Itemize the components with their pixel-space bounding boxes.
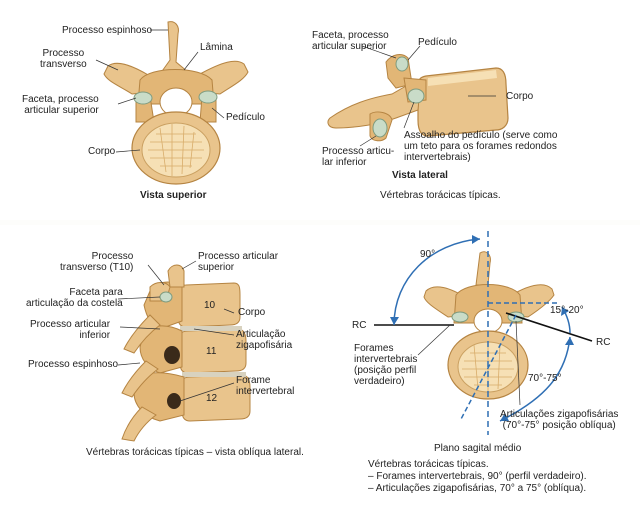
superior-articular-process bbox=[167, 264, 185, 288]
arc-90 bbox=[393, 238, 481, 326]
facet-left bbox=[451, 311, 469, 323]
label-articulacao: Articulação zigapofisária bbox=[236, 329, 293, 351]
label-faceta-costela: Faceta para articulação da costela bbox=[26, 287, 123, 309]
facet-right bbox=[198, 90, 218, 104]
vertebrae-oblique-illustration bbox=[117, 260, 251, 442]
facet-inferior bbox=[372, 118, 388, 138]
label-corpo: Corpo bbox=[88, 146, 116, 157]
label-lamina: Lâmina bbox=[200, 42, 233, 53]
pedicle-floor bbox=[407, 88, 425, 104]
label-faceta: Faceta, processo articular superior bbox=[312, 30, 389, 52]
vertebra-lateral-illustration bbox=[327, 45, 509, 147]
caption-vista-superior: Vista superior bbox=[140, 190, 207, 201]
arc-70-75 bbox=[499, 336, 571, 422]
label-processo-transverso: Processo transverso (T10) bbox=[60, 251, 134, 273]
label-processo-articular-inferior: Processo articular inferior bbox=[30, 319, 111, 341]
vertebra-superior-illustration bbox=[95, 21, 249, 185]
spinous-process-12 bbox=[121, 406, 157, 442]
panel-lateral-view: Faceta, processo articular superior Pedí… bbox=[300, 0, 640, 220]
label-rc-left: RC bbox=[352, 320, 367, 331]
label-corpo: Corpo bbox=[238, 307, 266, 318]
label-rc-right: RC bbox=[596, 337, 611, 348]
subcaption-vertebras: Vértebras torácicas típicas. bbox=[380, 190, 501, 201]
label-plano-sagital: Plano sagital médio bbox=[434, 443, 522, 454]
facet-superior bbox=[395, 56, 409, 72]
label-assoalho-pediculo: Assoalho do pedículo (serve como um teto… bbox=[404, 130, 558, 163]
facet-left bbox=[133, 91, 153, 105]
vertebra-number-12: 12 bbox=[206, 393, 218, 404]
label-pediculo: Pedículo bbox=[418, 37, 457, 48]
spinous-process bbox=[158, 21, 190, 75]
label-processo-transverso: Processo transverso bbox=[40, 48, 87, 70]
spinous-process-10 bbox=[123, 314, 161, 354]
label-faceta: Faceta, processo articular superior bbox=[22, 94, 99, 116]
angles-illustration bbox=[374, 231, 593, 435]
caption-angles: Vértebras torácicas típicas. – Forames i… bbox=[368, 459, 587, 494]
label-forame: Forame intervertebral bbox=[236, 375, 295, 397]
intervertebral-foramen-12 bbox=[167, 393, 181, 409]
label-processo-articular-inferior: Processo articu- lar inferior bbox=[322, 146, 395, 168]
label-processo-espinhoso: Processo espinhoso bbox=[28, 359, 119, 370]
rc-oblique-ray bbox=[505, 312, 593, 342]
label-corpo: Corpo bbox=[506, 91, 534, 102]
spinous-process-11 bbox=[121, 360, 159, 398]
label-articulacoes: Articulações zigapofisárias (70°-75° pos… bbox=[500, 409, 619, 431]
intervertebral-foramen-11 bbox=[164, 346, 180, 364]
label-pediculo: Pedículo bbox=[226, 112, 265, 123]
label-angle-15-20: 15°-20° bbox=[550, 305, 584, 316]
label-angle-90: 90° bbox=[420, 249, 436, 260]
angle-70-75-line bbox=[459, 314, 517, 422]
label-forames: Forames intervertebrais (posição perfil … bbox=[354, 343, 418, 387]
label-angle-70-75: 70°-75° bbox=[528, 373, 562, 384]
caption-vista-lateral: Vista lateral bbox=[392, 170, 448, 181]
panel-superior-view: Processo espinhoso Processo transverso L… bbox=[0, 0, 305, 220]
panel-angles-diagram: 90° 15°-20° RC RC Forames intervertebrai… bbox=[330, 225, 640, 515]
vertebra-number-10: 10 bbox=[204, 300, 216, 311]
panel-oblique-view: Processo transverso (T10) Processo artic… bbox=[0, 225, 335, 515]
label-processo-espinhoso: Processo espinhoso bbox=[62, 25, 153, 36]
vertebra-number-11: 11 bbox=[206, 346, 217, 357]
costal-facet bbox=[159, 291, 173, 303]
caption-vista-obliqua: Vértebras torácicas típicas – vista oblí… bbox=[86, 447, 304, 458]
label-processo-articular-superior: Processo articular superior bbox=[198, 251, 279, 273]
